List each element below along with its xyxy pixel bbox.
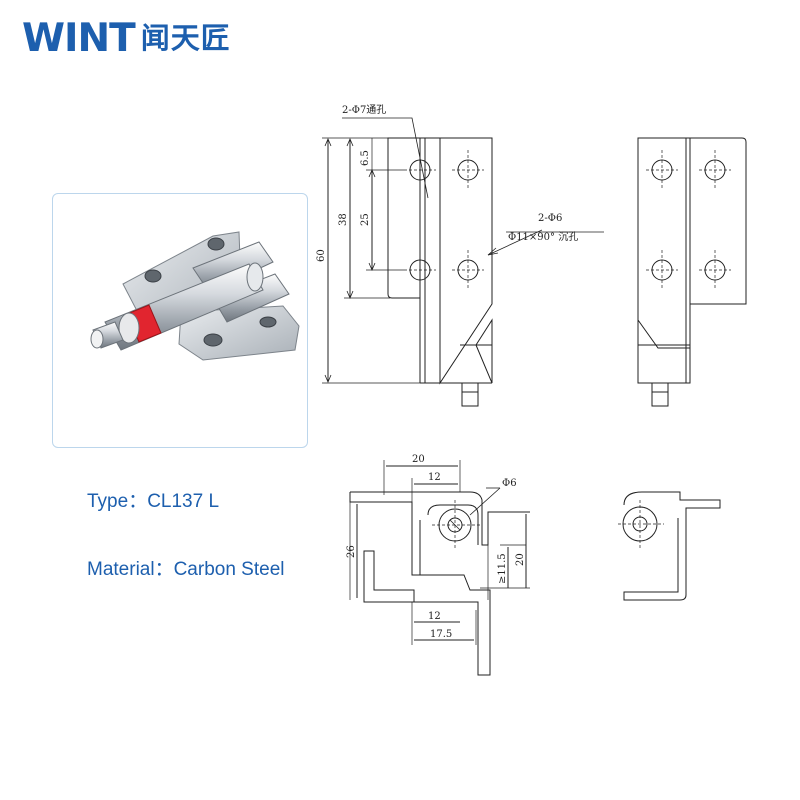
dim-clearance: ≥11.5 <box>497 553 508 584</box>
dim-bottom-inner: 12 <box>428 611 441 622</box>
front-view <box>322 117 604 407</box>
side-view <box>637 137 747 407</box>
front-hole-note: 2-Φ7通孔 <box>342 104 386 116</box>
dim-bottom-outer: 17.5 <box>430 629 452 640</box>
dim-right-height: 20 <box>515 553 526 566</box>
dim-width-outer: 20 <box>412 454 425 465</box>
brand-logo-latin: WINT <box>22 15 136 61</box>
front-csk-note-2: Φ11×90° 沉孔 <box>508 230 578 243</box>
brand-logo-cjk: 闻天匠 <box>140 20 231 55</box>
spec-type: Type：CL137 L <box>87 486 219 513</box>
dim-pin-dia: Φ6 <box>502 478 517 489</box>
top-view <box>349 460 530 676</box>
spec-type-label: Type： <box>87 491 148 512</box>
spec-material: Material：Carbon Steel <box>87 554 284 581</box>
dim-top-offset: 6.5 <box>360 150 371 166</box>
dim-hole-pitch: 25 <box>360 213 371 226</box>
dim-total-height: 60 <box>316 249 327 262</box>
spec-material-label: Material： <box>87 559 174 580</box>
spec-type-value: CL137 L <box>147 491 220 512</box>
dim-height: 26 <box>346 545 357 558</box>
dim-hole-span: 38 <box>338 213 349 226</box>
front-csk-note-1: 2-Φ6 <box>538 213 562 224</box>
dim-width-inner: 12 <box>428 472 441 483</box>
spec-material-value: Carbon Steel <box>173 559 285 580</box>
hinge-illustration <box>90 231 300 361</box>
small-top-view <box>618 491 721 601</box>
product-photo <box>52 193 308 448</box>
brand-logo: WINT 闻天匠 <box>22 16 231 60</box>
